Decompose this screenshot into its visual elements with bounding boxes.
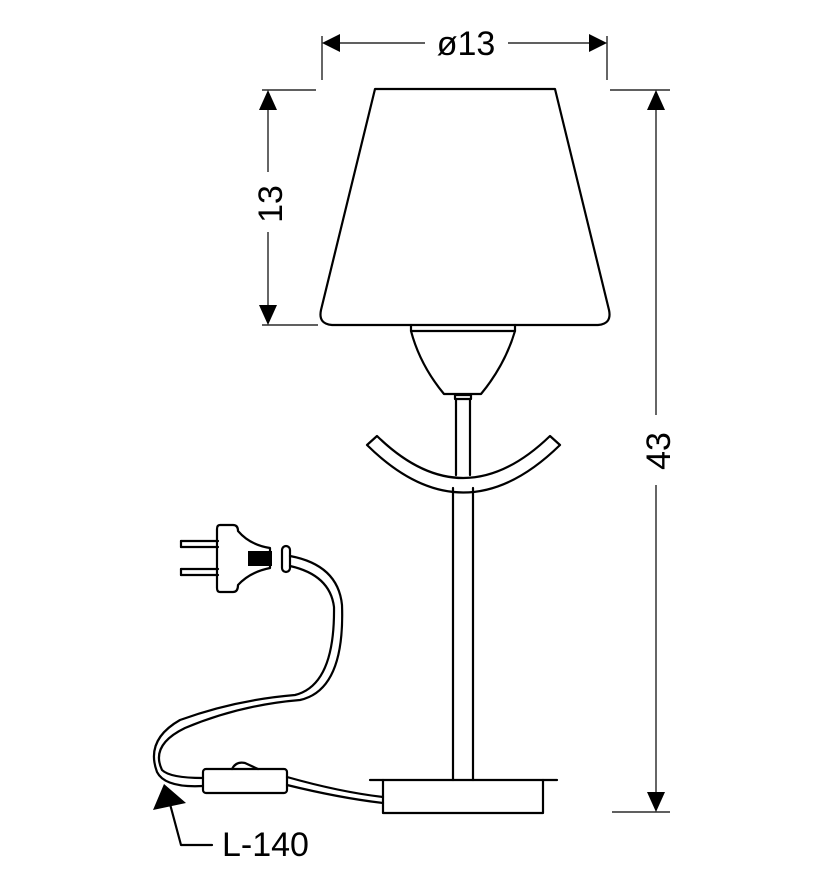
power-plug: [179, 523, 292, 594]
power-cord: [152, 554, 385, 805]
cord-switch: [201, 767, 289, 795]
shade-height-label: 13: [252, 185, 290, 223]
lamp-base: [368, 778, 559, 815]
lamp-socket: [409, 323, 517, 401]
lamp-stem: [451, 397, 475, 782]
shade-height-dimension: 13: [252, 89, 318, 326]
cable-length-label: L-140: [222, 826, 309, 864]
diameter-label: ø13: [437, 25, 496, 63]
cable-length-callout: L-140: [153, 784, 309, 864]
lamp-shade: [319, 87, 611, 327]
total-height-dimension: 43: [610, 89, 678, 813]
total-height-label: 43: [640, 432, 678, 470]
diameter-dimension: ø13: [321, 25, 608, 80]
decorative-arc: [365, 434, 562, 494]
